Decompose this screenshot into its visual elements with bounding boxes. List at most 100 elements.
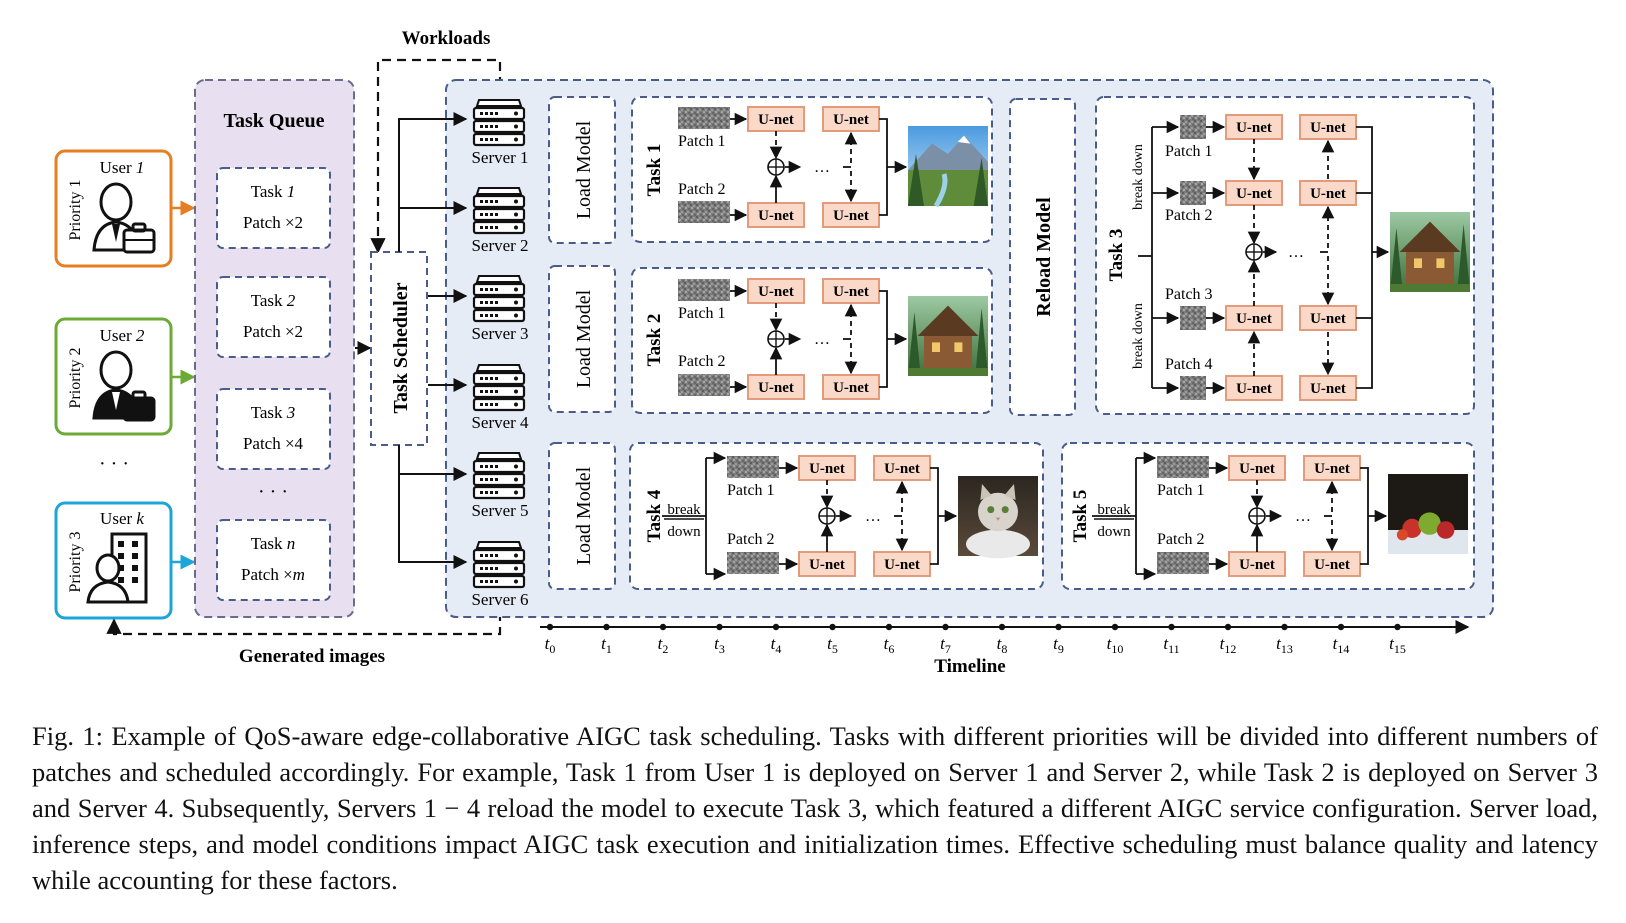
- server-label: Server 3: [471, 324, 528, 343]
- priority-label: Priority 2: [67, 348, 84, 409]
- svg-text:Load Model: Load Model: [573, 289, 595, 388]
- svg-text:U-net: U-net: [1236, 186, 1272, 202]
- patch-label: Patch 1: [1165, 143, 1213, 160]
- patch-label: Patch 2: [1157, 531, 1205, 548]
- queue-task-n: Task n Patch ×m: [216, 519, 331, 601]
- timeline-tick-label: t13: [1276, 634, 1293, 656]
- svg-text:U-net: U-net: [758, 112, 794, 128]
- timeline-tick: [1168, 623, 1175, 631]
- svg-text:Load Model: Load Model: [573, 466, 595, 565]
- svg-text:U-net: U-net: [833, 284, 869, 300]
- user-name: User 2: [100, 326, 145, 345]
- server-6: Server 6: [471, 541, 529, 609]
- timeline-tick-label: t7: [940, 634, 951, 656]
- businessman-icon: [92, 182, 156, 254]
- svg-text:U-net: U-net: [833, 380, 869, 396]
- reload-model-box: Reload Model: [1009, 98, 1076, 416]
- unet-block: [822, 106, 880, 132]
- svg-text:…: …: [814, 331, 830, 348]
- noise-patch: [1157, 456, 1209, 478]
- timeline-tick-label: t9: [1053, 634, 1064, 656]
- svg-text:U-net: U-net: [809, 461, 845, 477]
- timeline-tick-label: t0: [545, 634, 556, 656]
- server-5: Server 5: [471, 452, 529, 520]
- timeline-tick: [1281, 623, 1288, 631]
- svg-text:U-net: U-net: [1236, 311, 1272, 327]
- svg-text:U-net: U-net: [1314, 461, 1350, 477]
- svg-text:Task n: Task n: [251, 534, 296, 553]
- server-rack-icon: [472, 99, 526, 147]
- server-list: Server 1 Server 2 Server 3 Server 4 Server 5…: [471, 99, 529, 609]
- svg-text:…: …: [814, 159, 830, 176]
- timeline-tick: [659, 623, 667, 631]
- svg-text:U-net: U-net: [1239, 557, 1275, 573]
- server-label: Server 2: [471, 236, 528, 255]
- server-1: Server 1: [471, 99, 529, 167]
- noise-patch: [678, 374, 730, 396]
- svg-text:Patch ×m: Patch ×m: [241, 565, 305, 584]
- task-label: Task 3: [1106, 229, 1127, 282]
- timeline-tick: [1111, 623, 1119, 631]
- server-rack-icon: [472, 364, 526, 412]
- mountain-landscape-image: [908, 126, 988, 208]
- timeline-label: Timeline: [934, 656, 1005, 677]
- businessman-icon: [92, 350, 156, 422]
- priority-label: Priority 1: [67, 180, 84, 241]
- user-card-3: Priority 3 User k: [54, 501, 173, 620]
- timeline-tick-label: t11: [1163, 634, 1179, 656]
- load-model-box-2: Load Model: [548, 265, 616, 413]
- noise-patch: [1180, 306, 1206, 330]
- svg-text:U-net: U-net: [1310, 381, 1346, 397]
- server-3: Server 3: [471, 275, 529, 343]
- task-label: Task 5: [1070, 490, 1091, 543]
- break-down-label: break: [667, 502, 701, 518]
- svg-text:down: down: [1097, 524, 1131, 540]
- unet-block: [1299, 180, 1357, 206]
- task-queue-title: Task Queue: [224, 110, 325, 132]
- svg-text:Patch ×2: Patch ×2: [243, 322, 303, 341]
- noise-patch: [678, 201, 730, 223]
- svg-text:Patch ×4: Patch ×4: [243, 434, 304, 453]
- noise-patch: [1157, 552, 1209, 574]
- unet-block: [747, 278, 805, 304]
- workloads-label: Workloads: [402, 28, 491, 49]
- load-model-box-3: Load Model: [548, 442, 616, 590]
- timeline-tick: [603, 623, 610, 631]
- noise-patch: [678, 279, 730, 301]
- server-rack-icon: [472, 187, 526, 235]
- users-ellipsis: · · ·: [99, 453, 129, 475]
- svg-text:U-net: U-net: [758, 208, 794, 224]
- svg-text:U-net: U-net: [1239, 461, 1275, 477]
- priority-label: Priority 3: [67, 532, 84, 593]
- timeline-tick-label: t1: [601, 634, 612, 656]
- timeline-tick: [1337, 623, 1345, 631]
- user-name: User 1: [100, 158, 145, 177]
- workloads-connector: [370, 58, 502, 254]
- server-label: Server 6: [471, 590, 528, 609]
- server-rack-icon: [472, 275, 526, 323]
- task-scheduler: Task Scheduler: [370, 251, 428, 446]
- unet-block: [747, 202, 805, 228]
- log-cabin-image: [1390, 212, 1470, 292]
- svg-text:…: …: [1295, 508, 1311, 525]
- generated-images-connector: [106, 612, 502, 636]
- server-label: Server 1: [471, 148, 528, 167]
- unet-block: [1225, 180, 1283, 206]
- wooden-house-image: [908, 296, 988, 376]
- unet-block: [747, 106, 805, 132]
- svg-text:U-net: U-net: [758, 284, 794, 300]
- noise-patch: [1180, 376, 1206, 400]
- unet-block: [798, 551, 856, 577]
- svg-text:Task 1: Task 1: [251, 182, 296, 201]
- task-label: Task 1: [644, 144, 665, 197]
- timeline-tick-label: t2: [658, 634, 669, 656]
- svg-text:U-net: U-net: [1314, 557, 1350, 573]
- server-4: Server 4: [471, 364, 529, 432]
- task-label: Task 2: [644, 314, 665, 367]
- noise-patch: [727, 552, 779, 574]
- apples-image: [1388, 474, 1468, 554]
- timeline-tick: [546, 623, 554, 631]
- load-model-box-1: Load Model: [548, 96, 616, 244]
